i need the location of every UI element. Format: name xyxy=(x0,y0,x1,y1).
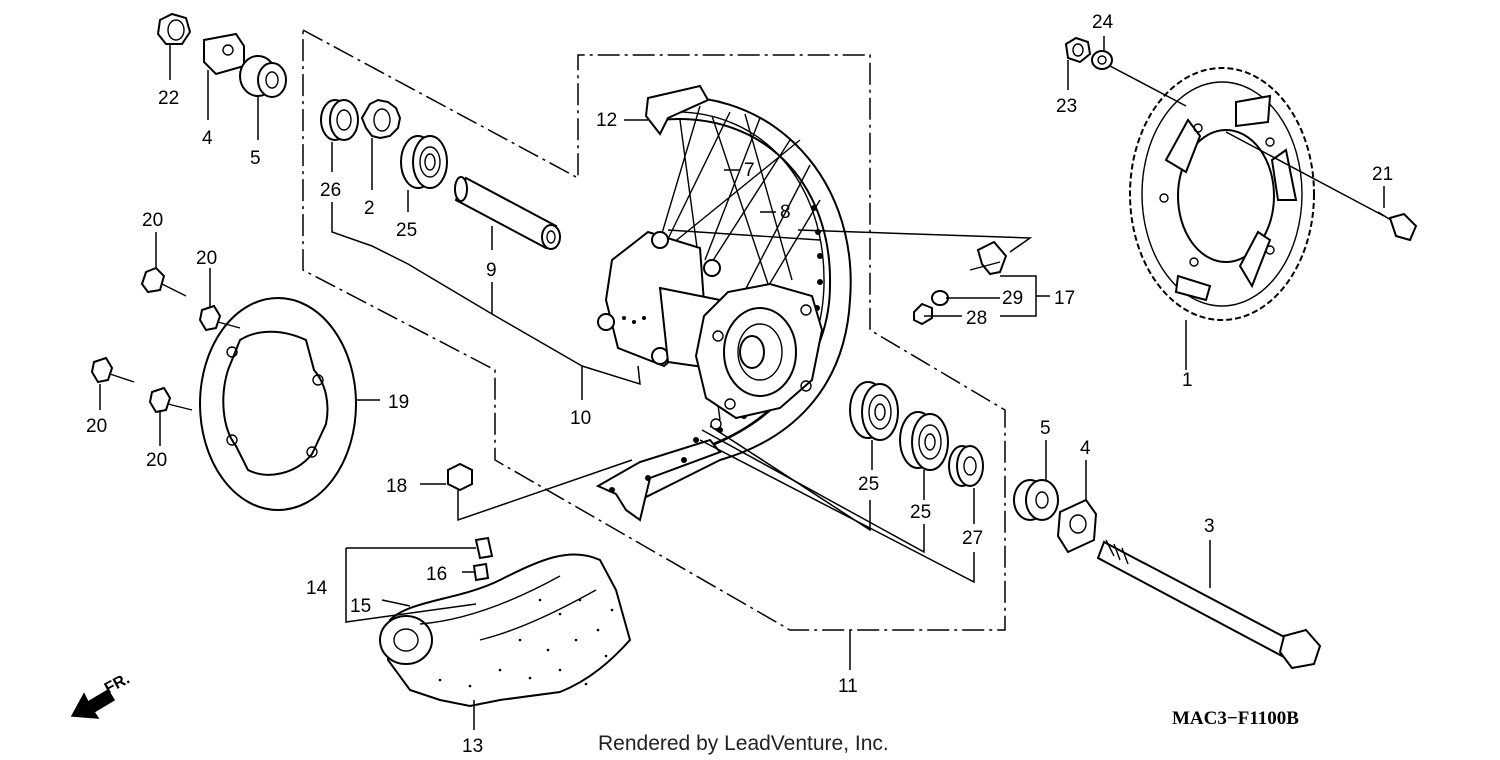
washer-24 xyxy=(1091,50,1113,70)
bearing-25-right-b xyxy=(899,411,949,471)
label-14: 14 xyxy=(306,578,328,599)
label-17: 17 xyxy=(1054,288,1075,309)
label-21: 21 xyxy=(1372,164,1393,185)
bearing-25-left xyxy=(400,135,448,189)
label-26: 26 xyxy=(320,180,341,201)
part-number-labels: 22 4 5 26 2 25 9 10 12 7 8 29 17 28 24 2… xyxy=(86,12,1393,757)
driven-sprocket-1 xyxy=(1129,67,1315,321)
label-9: 9 xyxy=(486,260,497,281)
label-19: 19 xyxy=(388,392,409,413)
label-5-right: 5 xyxy=(1040,418,1051,439)
label-15: 15 xyxy=(350,596,371,617)
label-25-right-b: 25 xyxy=(910,502,931,523)
label-29: 29 xyxy=(1002,288,1023,309)
label-7: 7 xyxy=(744,160,755,181)
label-5-top: 5 xyxy=(250,148,261,169)
label-20-c: 20 xyxy=(86,416,107,437)
distance-collar-9 xyxy=(454,176,561,250)
label-2: 2 xyxy=(364,198,375,219)
label-18: 18 xyxy=(386,476,407,497)
bolt-20-c xyxy=(90,356,135,384)
label-24: 24 xyxy=(1092,12,1114,33)
label-10: 10 xyxy=(570,408,591,429)
adjuster-plate-4-top xyxy=(203,32,245,76)
label-3: 3 xyxy=(1204,516,1215,537)
tire-tube-13 xyxy=(379,553,632,708)
collar-5-top xyxy=(239,55,287,98)
label-4-right: 4 xyxy=(1080,438,1091,459)
seal-26 xyxy=(320,99,359,141)
bolt-21 xyxy=(1377,211,1418,242)
nut-22 xyxy=(156,12,192,45)
credit-text: Rendered by LeadVenture, Inc. xyxy=(598,732,889,755)
leader-lines xyxy=(99,36,1385,730)
label-8: 8 xyxy=(780,202,791,223)
label-25-right-a: 25 xyxy=(858,474,879,495)
rim-lower-section xyxy=(595,438,722,522)
nut-23 xyxy=(1064,36,1092,64)
adjuster-plate-4-right xyxy=(1056,498,1098,554)
collar-5-right xyxy=(1013,479,1059,521)
valve-parts-14-16 xyxy=(472,536,494,612)
spoke-nipple-set-17 xyxy=(913,240,1008,326)
label-11: 11 xyxy=(838,676,858,697)
bolt-20-d xyxy=(148,386,193,414)
label-4-top: 4 xyxy=(202,128,213,149)
brake-disc-19 xyxy=(199,297,357,511)
rear-axle-3 xyxy=(1096,539,1322,670)
front-direction-arrow: FR. xyxy=(70,670,133,719)
bolt-20-b xyxy=(198,304,241,332)
label-20-a: 20 xyxy=(142,210,163,231)
label-20-d: 20 xyxy=(146,450,167,471)
label-20-b: 20 xyxy=(196,248,217,269)
assembly-boundary xyxy=(302,28,1006,631)
rear-hub xyxy=(597,230,726,372)
label-12: 12 xyxy=(596,110,617,131)
retainer-2 xyxy=(360,98,402,140)
label-23: 23 xyxy=(1056,96,1077,117)
label-22: 22 xyxy=(158,88,179,109)
label-13: 13 xyxy=(462,736,483,757)
rim-strip-12 xyxy=(644,84,710,136)
label-1: 1 xyxy=(1182,370,1193,391)
sprocket-hub-flange xyxy=(694,282,824,430)
valve-cap-18 xyxy=(447,462,473,492)
label-28: 28 xyxy=(966,308,987,329)
seal-27 xyxy=(948,445,984,487)
bolt-20-a xyxy=(140,266,187,297)
label-16: 16 xyxy=(426,564,447,585)
label-25-left: 25 xyxy=(396,220,417,241)
drawing-code: MAC3−F1100B xyxy=(1172,708,1299,729)
bearing-25-right-a xyxy=(849,381,899,441)
label-27: 27 xyxy=(962,528,983,549)
